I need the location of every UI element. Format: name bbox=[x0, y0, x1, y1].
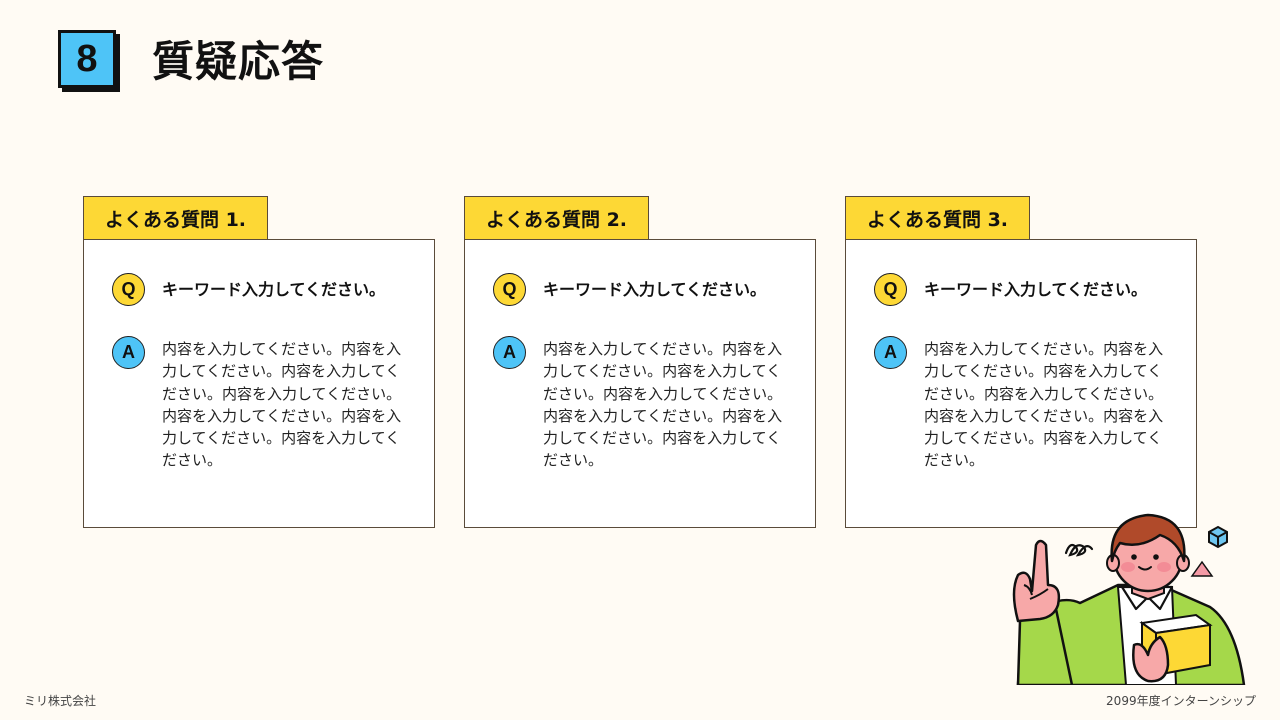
footer-event: 2099年度インターンシップ bbox=[1106, 694, 1256, 708]
cube-icon bbox=[1208, 525, 1228, 549]
faq-box: Q キーワード入力してください。 A 内容を入力してください。内容を入力してくだ… bbox=[83, 239, 435, 528]
person-illustration bbox=[1012, 513, 1246, 685]
answer-row: A 内容を入力してください。内容を入力してください。内容を入力してください。内容… bbox=[874, 336, 1164, 472]
answer-text: 内容を入力してください。内容を入力してください。内容を入力してください。内容を入… bbox=[924, 340, 1164, 470]
faq-box: Q キーワード入力してください。 A 内容を入力してください。内容を入力してくだ… bbox=[845, 239, 1197, 528]
section-number: 8 bbox=[76, 37, 98, 80]
answer-icon: A bbox=[874, 336, 907, 369]
question-icon: Q bbox=[112, 273, 145, 306]
faq-box: Q キーワード入力してください。 A 内容を入力してください。内容を入力してくだ… bbox=[464, 239, 816, 528]
squiggle-icon bbox=[1064, 543, 1094, 557]
question-row: Q キーワード入力してください。 bbox=[493, 273, 766, 306]
triangle-icon bbox=[1190, 560, 1214, 577]
answer-icon: A bbox=[493, 336, 526, 369]
question-icon: Q bbox=[493, 273, 526, 306]
answer-row: A 内容を入力してください。内容を入力してください。内容を入力してください。内容… bbox=[493, 336, 783, 472]
faq-tab: よくある質問 3. bbox=[845, 196, 1030, 240]
answer-text: 内容を入力してください。内容を入力してください。内容を入力してください。内容を入… bbox=[543, 340, 783, 470]
answer-icon: A bbox=[112, 336, 145, 369]
section-number-badge: 8 bbox=[58, 30, 116, 88]
faq-tab: よくある質問 1. bbox=[83, 196, 268, 240]
question-row: Q キーワード入力してください。 bbox=[874, 273, 1147, 306]
question-icon: Q bbox=[874, 273, 907, 306]
faq-tab: よくある質問 2. bbox=[464, 196, 649, 240]
answer-text: 内容を入力してください。内容を入力してください。内容を入力してください。内容を入… bbox=[162, 340, 402, 470]
answer-row: A 内容を入力してください。内容を入力してください。内容を入力してください。内容… bbox=[112, 336, 402, 472]
question-text: キーワード入力してください。 bbox=[162, 280, 386, 299]
question-text: キーワード入力してください。 bbox=[543, 280, 767, 299]
question-text: キーワード入力してください。 bbox=[924, 280, 1148, 299]
footer-company: ミリ株式会社 bbox=[24, 694, 97, 708]
page-title: 質疑応答 bbox=[152, 37, 325, 86]
question-row: Q キーワード入力してください。 bbox=[112, 273, 385, 306]
